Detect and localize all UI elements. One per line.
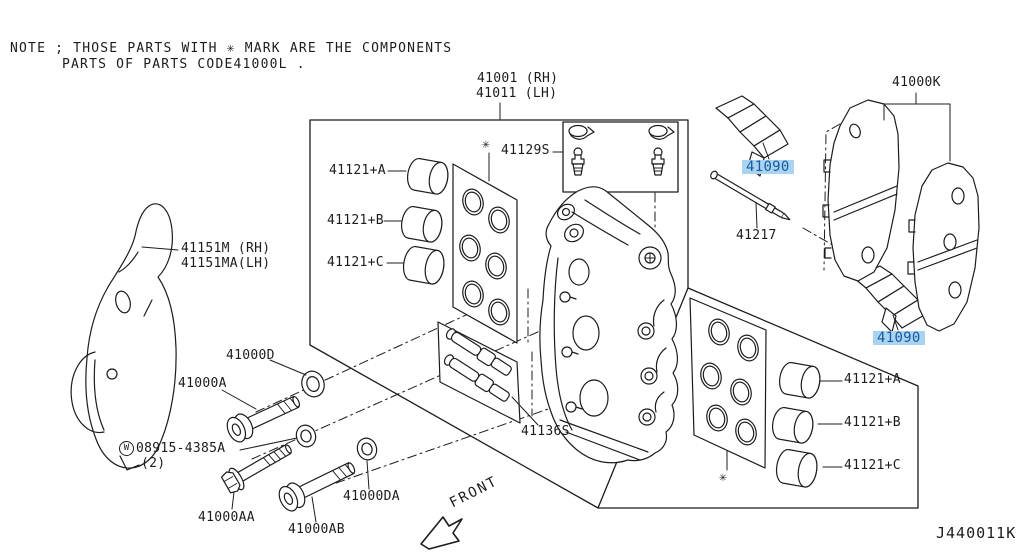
pistons [401,158,821,488]
component-mark-lower: ✳ [719,470,728,485]
lower-seal-panel [689,297,767,469]
upper-box [309,119,689,346]
label-piston-a-left: 41121+A [329,163,386,178]
label-bolt-aa: 41000AA [198,510,255,525]
bolt-washer-group [220,370,378,512]
washer-symbol-icon: W [119,441,134,456]
label-pad-pin: 41217 [736,228,777,243]
label-bolt-a: 41000A [178,376,227,391]
label-piston-b-right: 41121+B [844,415,901,430]
note-line-2: PARTS OF PARTS CODE41000L . [62,57,306,72]
label-pad-retainer-bottom[interactable]: 41090 [873,331,925,345]
label-pad-kit: 41000K [892,75,941,90]
label-washer-da: 41000DA [343,489,400,504]
pin-panel [437,321,521,424]
diagram-code: J440011K [936,524,1017,542]
upper-seal-panel [452,163,518,344]
leader-lines [141,92,951,523]
label-pin-kit: 41136S [521,424,570,439]
front-arrow [420,516,463,550]
label-bolt-ab: 41000AB [288,522,345,537]
dust-shield-drawing [70,203,177,471]
bleeder-kit-parts [568,124,675,176]
label-piston-c-right: 41121+C [844,458,901,473]
pad-pin-drawing [710,170,791,221]
brake-pads-drawing [822,99,980,332]
label-piston-a-right: 41121+A [844,372,901,387]
label-dust-shield-lh: 41151MA(LH) [181,256,271,271]
label-caliper-assembly-lh: 41011 (LH) [476,86,558,101]
label-washer-w: 08915-4385A [136,441,226,456]
label-pad-retainer-top[interactable]: 41090 [742,160,794,174]
upper-box-bottom [309,344,599,509]
label-washer-w-qty: (2) [141,456,166,471]
note-line-1: NOTE ; THOSE PARTS WITH ✳ MARK ARE THE C… [10,41,453,56]
label-piston-b-left: 41121+B [327,213,384,228]
label-piston-c-left: 41121+C [327,255,384,270]
label-washer-d: 41000D [226,348,275,363]
label-seal-kit: 41129S [501,143,550,158]
caliper-drawing [539,186,679,464]
label-caliper-assembly-rh: 41001 (RH) [477,71,559,86]
label-dust-shield-rh: 41151M (RH) [181,241,271,256]
component-mark-upper: ✳ [482,137,491,152]
